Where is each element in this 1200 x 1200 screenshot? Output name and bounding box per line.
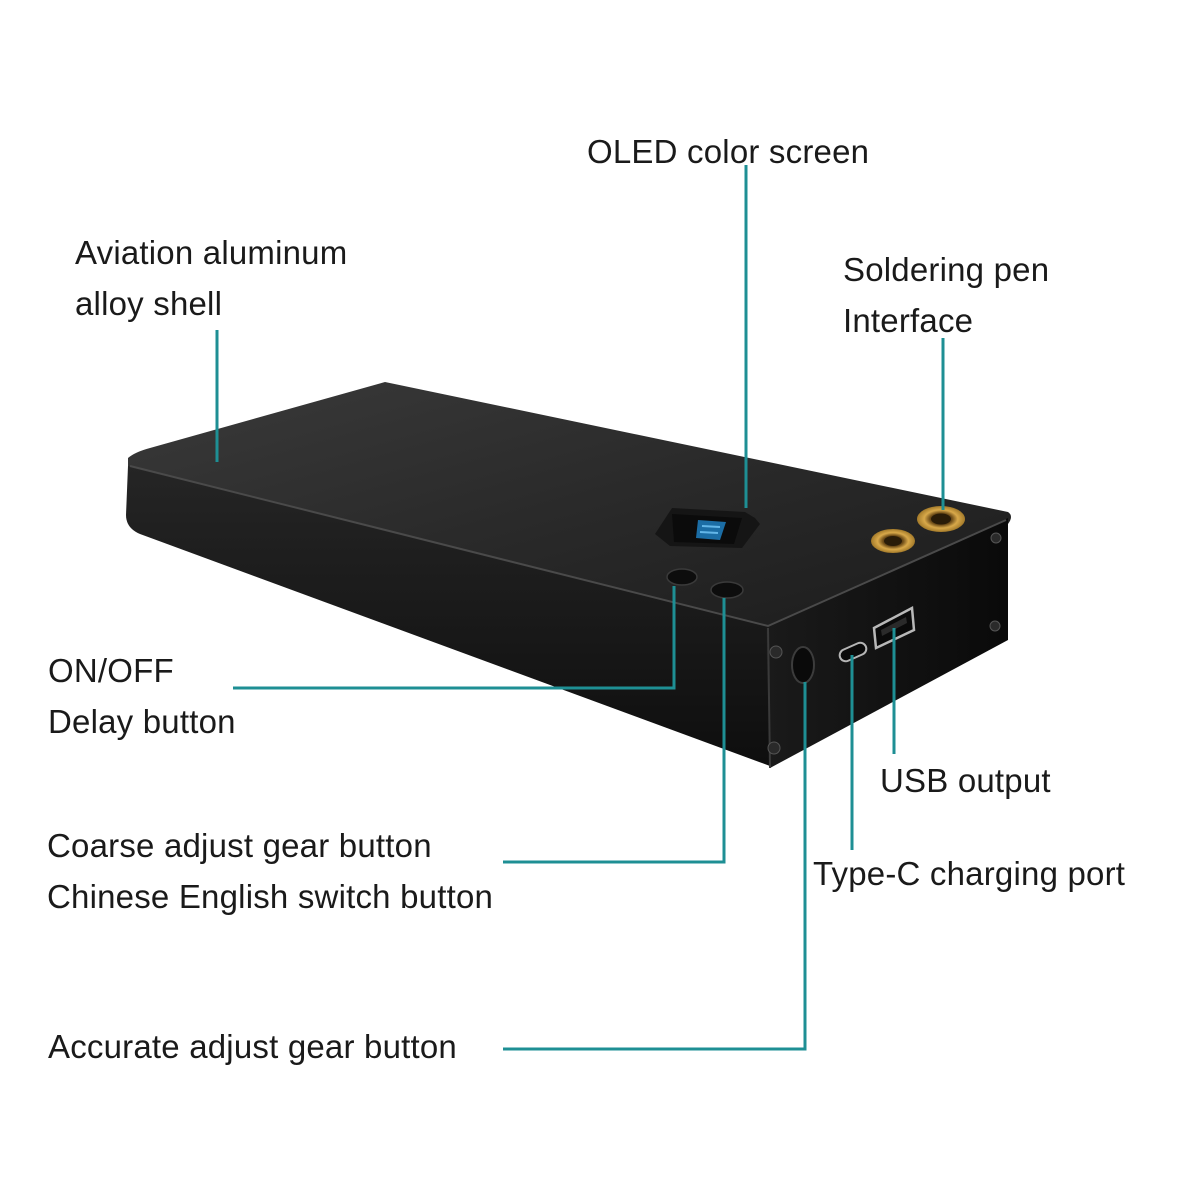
- device-front-side: [126, 466, 770, 766]
- coarse-adjust-button: [710, 581, 744, 599]
- label-aluminum-shell: Aviation aluminum alloy shell: [75, 227, 347, 329]
- label-line: Aviation aluminum: [75, 234, 348, 271]
- label-line: alloy shell: [75, 285, 223, 322]
- label-usb-output: USB output: [880, 755, 1051, 806]
- pen-port-right: [917, 506, 965, 532]
- label-typec-charging-port: Type-C charging port: [813, 848, 1125, 899]
- accurate-adjust-knob: [791, 646, 815, 684]
- label-soldering-pen-interface: Soldering pen Interface: [843, 244, 1049, 346]
- label-line: Chinese English switch button: [47, 878, 494, 915]
- label-line: Type-C charging port: [813, 855, 1126, 892]
- label-onoff-delay-button: ON/OFF Delay button: [48, 645, 236, 747]
- leader-accurate: [503, 682, 807, 1051]
- label-oled-screen: OLED color screen: [587, 126, 869, 177]
- oled-screen: [655, 508, 760, 548]
- leader-onoff: [233, 586, 676, 690]
- leader-lines: [215, 165, 945, 1051]
- label-line: Interface: [843, 302, 974, 339]
- screw-top-left: [769, 645, 783, 659]
- label-accurate-adjust-button: Accurate adjust gear button: [48, 1021, 457, 1072]
- label-line: OLED color screen: [587, 133, 870, 170]
- typec-port: [838, 641, 868, 663]
- label-coarse-adjust-button: Coarse adjust gear button Chinese Englis…: [47, 820, 493, 922]
- screw-bottom-left: [767, 741, 781, 755]
- leader-coarse: [503, 598, 726, 864]
- device-top-face: [128, 382, 1011, 628]
- label-line: Delay button: [48, 703, 236, 740]
- label-line: ON/OFF: [48, 652, 174, 689]
- label-line: USB output: [880, 762, 1051, 799]
- label-line: Soldering pen: [843, 251, 1050, 288]
- screw-bottom-right: [989, 620, 1001, 632]
- screw-top-right: [990, 532, 1002, 544]
- label-line: Coarse adjust gear button: [47, 827, 432, 864]
- onoff-button: [666, 568, 698, 586]
- device-edge-highlight: [129, 465, 1007, 628]
- pen-port-left: [871, 529, 915, 553]
- label-line: Accurate adjust gear button: [48, 1028, 457, 1065]
